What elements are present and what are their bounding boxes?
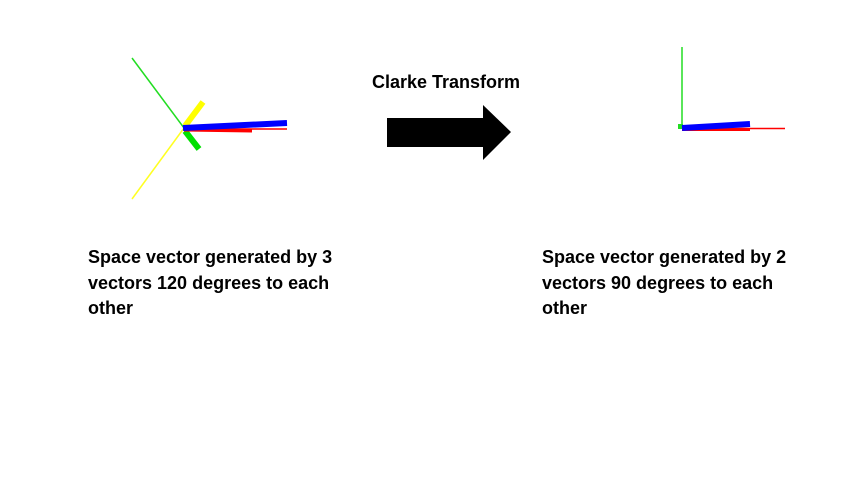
three-phase-diagram [131, 57, 288, 200]
space-vector-right [681, 121, 751, 131]
axis-b-yellow-line [131, 127, 185, 200]
phase-c-vector [182, 129, 202, 151]
phase-b-vector [182, 100, 206, 128]
two-phase-diagram [678, 47, 785, 131]
axis-c-green-line [131, 57, 185, 129]
left-caption: Space vector generated by 3 vectors 120 … [88, 247, 333, 318]
origin-marker [678, 124, 683, 129]
transform-arrow [387, 105, 511, 160]
space-vector-left [182, 120, 288, 131]
clarke-transform-title: Clarke Transform [372, 72, 521, 92]
right-caption: Space vector generated by 2 vectors 90 d… [542, 247, 787, 318]
